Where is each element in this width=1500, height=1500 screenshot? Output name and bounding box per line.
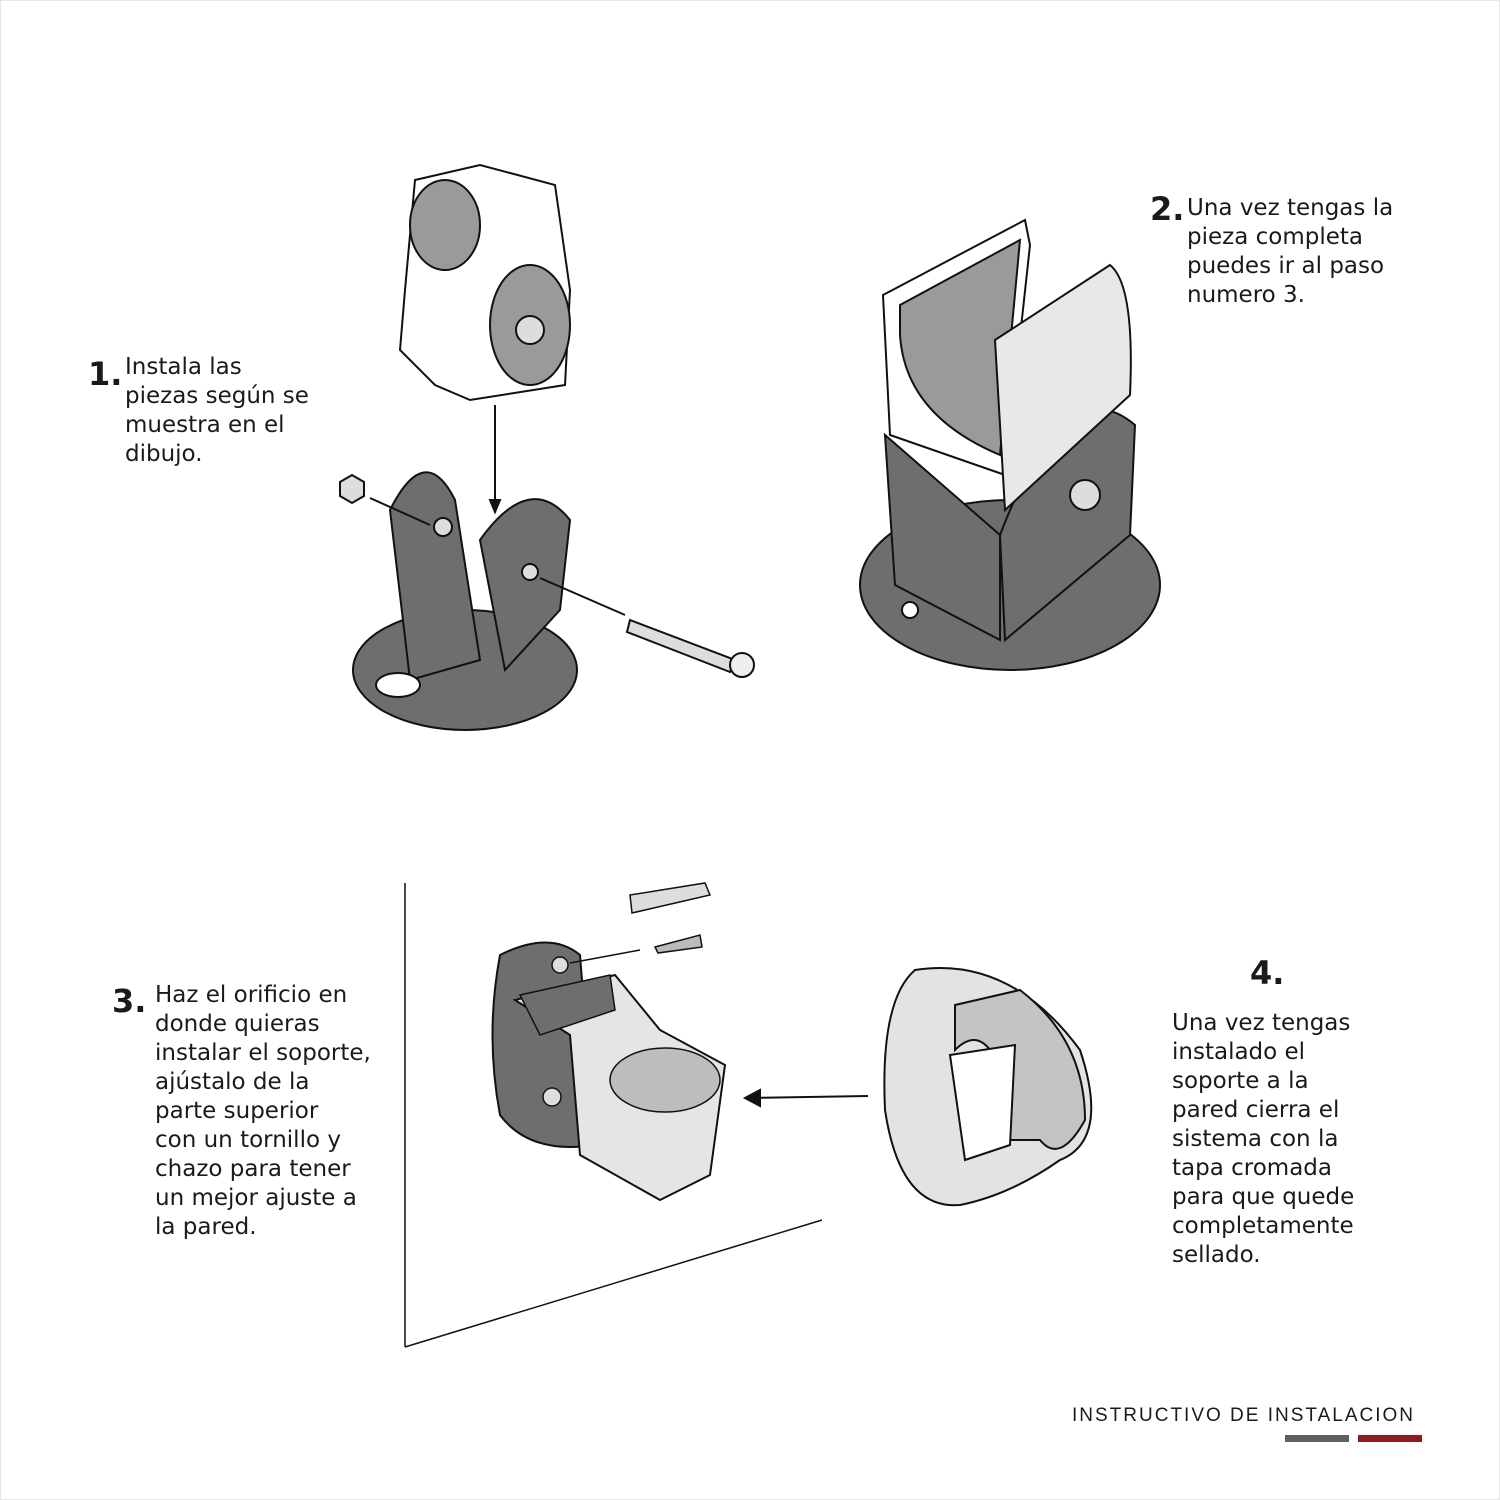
step-3-number: 3. <box>112 982 147 1020</box>
step-2-number: 2. <box>1150 190 1185 228</box>
step-3-text: Haz el orificio en donde quieras instala… <box>155 982 371 1240</box>
step-2-text: Una vez tengas la pieza completa puedes … <box>1187 195 1394 308</box>
step-1-number: 1. <box>88 355 123 393</box>
step-2-illustration <box>859 218 1161 671</box>
step-1-text: Instala las piezas según se muestra en e… <box>125 354 309 467</box>
footer-red-bar <box>1358 1435 1422 1442</box>
step-4-illustration <box>742 966 1093 1207</box>
footer-gray-bar <box>1285 1435 1349 1442</box>
document-title: INSTRUCTIVO DE INSTALACION <box>1072 1405 1416 1426</box>
step-4-text: Una vez tengas instalado el soporte a la… <box>1172 1010 1355 1268</box>
step-3-illustration <box>404 882 823 1348</box>
step-1-illustration <box>339 163 755 731</box>
step-4-number: 4. <box>1250 954 1285 992</box>
